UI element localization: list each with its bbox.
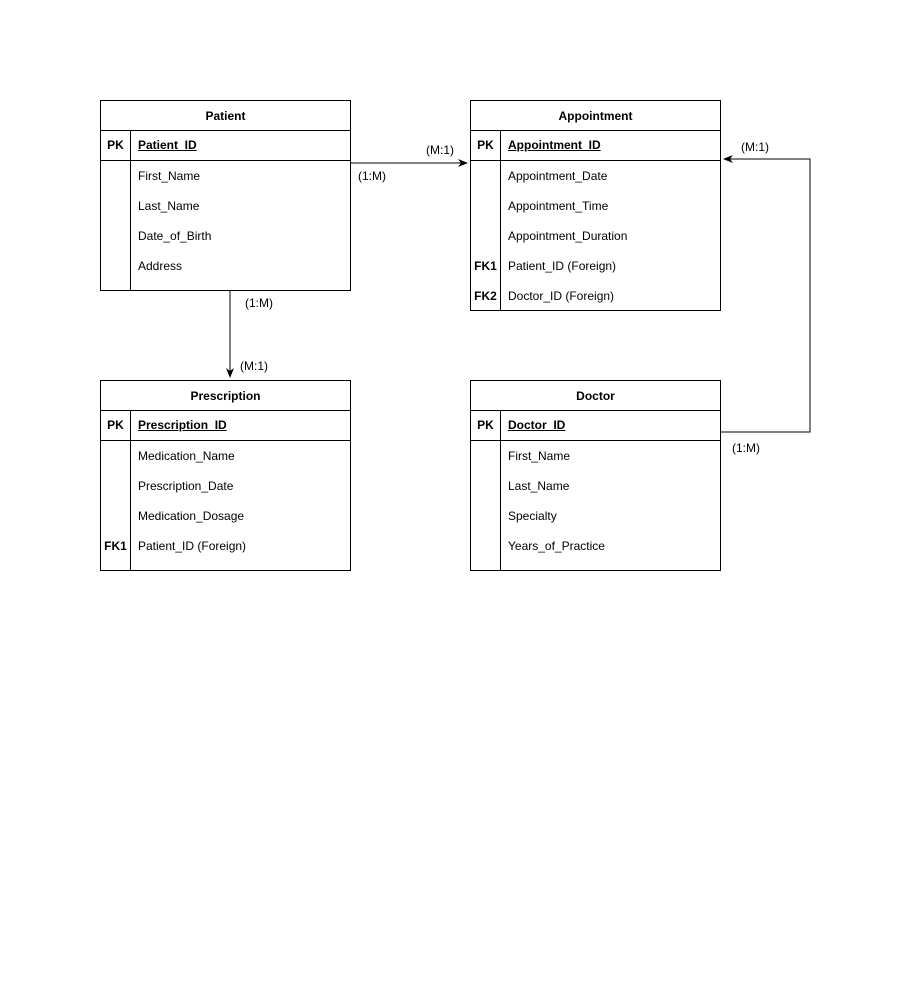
primary-key-name: Prescription_ID <box>138 418 227 432</box>
attribute-key <box>471 191 500 221</box>
attribute-name: Medication_Dosage <box>138 509 245 523</box>
primary-key-row: PK Appointment_ID <box>471 131 720 161</box>
patient-appointment-target-cardinality: (M:1) <box>426 143 454 157</box>
prescription-entity[interactable]: Prescription PK Prescription_ID FK1 Medi… <box>100 380 351 571</box>
foreign-key-marker: FK1 <box>474 259 497 273</box>
entity-title: Appointment <box>471 101 720 131</box>
attribute-key <box>471 531 500 561</box>
attribute-list: FK1 FK2 Appointment_Date Appointment_Tim… <box>471 161 720 310</box>
attribute-key <box>101 221 130 251</box>
attribute-key <box>101 251 130 281</box>
attribute-key <box>101 471 130 501</box>
attribute-name: Prescription_Date <box>138 479 234 493</box>
primary-key-row: PK Patient_ID <box>101 131 350 161</box>
attribute-key <box>471 501 500 531</box>
foreign-key-marker: FK1 <box>104 539 127 553</box>
foreign-key-attribute: Patient_ID (Foreign) <box>138 539 247 553</box>
attribute-list: First_Name Last_Name Date_of_Birth Addre… <box>101 161 350 290</box>
attribute-name: Appointment_Date <box>508 169 608 183</box>
attribute-name: Appointment_Duration <box>508 229 628 243</box>
foreign-key-marker: FK2 <box>474 289 497 303</box>
attribute-key <box>101 161 130 191</box>
primary-key-name: Doctor_ID <box>508 418 566 432</box>
attribute-list: FK1 Medication_Name Prescription_Date Me… <box>101 441 350 570</box>
key-marker: PK <box>101 131 131 160</box>
key-marker: PK <box>471 411 501 440</box>
primary-key-row: PK Prescription_ID <box>101 411 350 441</box>
attribute-name: Years_of_Practice <box>508 539 605 553</box>
foreign-key-attribute: Patient_ID (Foreign) <box>508 259 617 273</box>
attribute-name: Address <box>138 259 183 273</box>
attribute-name: First_Name <box>508 449 571 463</box>
doctor-appointment-connector <box>721 155 811 433</box>
attribute-key <box>101 191 130 221</box>
attribute-name: Medication_Name <box>138 449 235 463</box>
attribute-name: Last_Name <box>508 479 570 493</box>
attribute-key <box>101 501 130 531</box>
patient-prescription-target-cardinality: (M:1) <box>240 359 268 373</box>
appointment-entity[interactable]: Appointment PK Appointment_ID FK1 FK2 Ap… <box>470 100 721 311</box>
attribute-key <box>471 221 500 251</box>
doctor-entity[interactable]: Doctor PK Doctor_ID First_Name Last_Name… <box>470 380 721 571</box>
doctor-appointment-target-cardinality: (M:1) <box>741 140 769 154</box>
doctor-appointment-source-cardinality: (1:M) <box>732 441 760 455</box>
attribute-list: First_Name Last_Name Specialty Years_of_… <box>471 441 720 570</box>
primary-key-name: Appointment_ID <box>508 138 601 152</box>
attribute-name: Date_of_Birth <box>138 229 212 243</box>
entity-title: Doctor <box>471 381 720 411</box>
attribute-key <box>471 441 500 471</box>
entity-title: Patient <box>101 101 350 131</box>
key-marker: PK <box>101 411 131 440</box>
primary-key-row: PK Doctor_ID <box>471 411 720 441</box>
attribute-name: Specialty <box>508 509 557 523</box>
attribute-key <box>101 441 130 471</box>
patient-appointment-source-cardinality: (1:M) <box>358 169 386 183</box>
attribute-name: Last_Name <box>138 199 200 213</box>
key-marker: PK <box>471 131 501 160</box>
entity-title: Prescription <box>101 381 350 411</box>
attribute-name: First_Name <box>138 169 201 183</box>
attribute-key <box>471 471 500 501</box>
attribute-key <box>471 161 500 191</box>
primary-key-name: Patient_ID <box>138 138 197 152</box>
attribute-name: Appointment_Time <box>508 199 609 213</box>
foreign-key-attribute: Doctor_ID (Foreign) <box>508 289 615 303</box>
patient-prescription-source-cardinality: (1:M) <box>245 296 273 310</box>
patient-entity[interactable]: Patient PK Patient_ID First_Name Last_Na… <box>100 100 351 291</box>
